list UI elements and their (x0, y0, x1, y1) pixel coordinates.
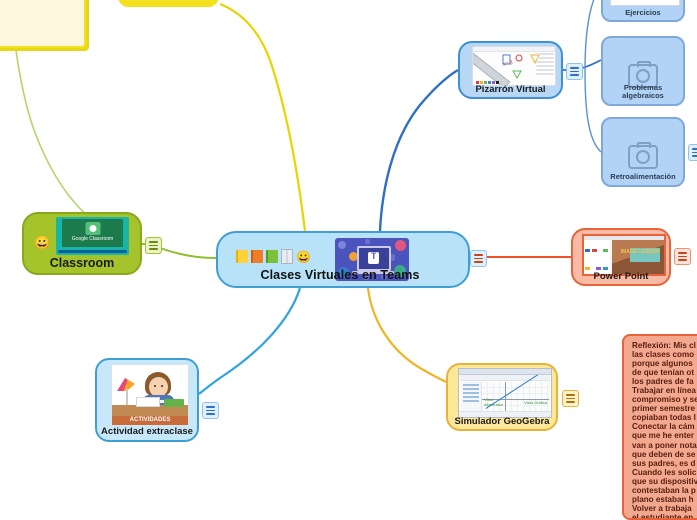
node-retroalimentacion[interactable]: Retroalimentación (601, 117, 685, 187)
yellow-notebook-icon (236, 250, 248, 263)
node-label: Ejercicios (625, 8, 661, 18)
sticky-note-partial[interactable]: úmerosmpo (0, 0, 86, 48)
node-label: Simulador GeoGebra (454, 416, 550, 428)
camera-icon (628, 142, 658, 169)
node-label: Problemas algebraicos (622, 83, 664, 101)
thumbnail-text: IMAGE LESSON (620, 249, 659, 255)
collapse-badge-powerpoint[interactable] (674, 248, 691, 265)
node-label: Actividad extraclase (101, 426, 193, 438)
collapse-badge-geogebra[interactable] (562, 390, 579, 407)
node-actividad-extraclase[interactable]: ACTIVIDADES Actividad extraclase (95, 358, 199, 442)
node-pizarron-virtual[interactable]: x=3 Pizarrón Virtual (458, 41, 563, 99)
grinning-face-emoji: 😀 (34, 235, 51, 250)
node-ejercicios[interactable]: Ejercicios (601, 0, 685, 22)
central-label: Clases Virtuales en Teams (260, 267, 420, 282)
student-illustration: ACTIVIDADES (111, 364, 189, 426)
whiteboard-thumbnail: x=3 (472, 46, 556, 86)
grinning-face-emoji: 😀 (296, 249, 311, 264)
collapse-badge-central-right[interactable] (470, 250, 487, 267)
reflection-text: Reflexión: Mis cl las clases como porque… (632, 341, 697, 520)
node-label: Retroalimentación (610, 172, 676, 182)
node-power-point[interactable]: IMAGE LESSON Power Point (571, 228, 671, 286)
central-icon-row: 😀 (236, 249, 311, 264)
reflection-note[interactable]: Reflexión: Mis cl las clases como porque… (622, 334, 697, 520)
camera-icon (628, 61, 658, 88)
powerpoint-thumbnail: IMAGE LESSON (582, 234, 666, 276)
ejercicios-thumbnail (610, 0, 680, 6)
collapse-badge-pizarron[interactable] (566, 63, 583, 80)
sticky-note-text: úmerosmpo (0, 0, 78, 24)
node-problemas-algebraicos[interactable]: Problemas algebraicos (601, 36, 685, 106)
collapse-badge-classroom[interactable] (145, 237, 162, 254)
thumbnail-caption: Google Classroom (71, 236, 114, 242)
teams-meeting-thumbnail (335, 238, 409, 281)
node-label: Power Point (593, 271, 649, 283)
node-videos-del-tema[interactable]: Vídeos del tema (118, 0, 219, 7)
orange-book-icon (251, 250, 263, 263)
collapse-badge-retroalimentacion[interactable] (688, 144, 697, 161)
google-classroom-thumbnail: Google Classroom (56, 217, 129, 255)
node-label: Pizarrón Virtual (475, 84, 546, 96)
open-book-icon (281, 249, 293, 264)
node-label: Vídeos del tema (154, 0, 219, 2)
node-label: Classroom (49, 255, 115, 270)
node-classroom[interactable]: 😀 Google Classroom Classroom (22, 212, 142, 275)
green-book-icon (266, 250, 278, 263)
illustration-text: ACTIVIDADES (129, 417, 171, 423)
central-topic-node[interactable]: 😀 Clases Virtuales en Teams (216, 231, 470, 288)
collapse-badge-actividad[interactable] (202, 402, 219, 419)
